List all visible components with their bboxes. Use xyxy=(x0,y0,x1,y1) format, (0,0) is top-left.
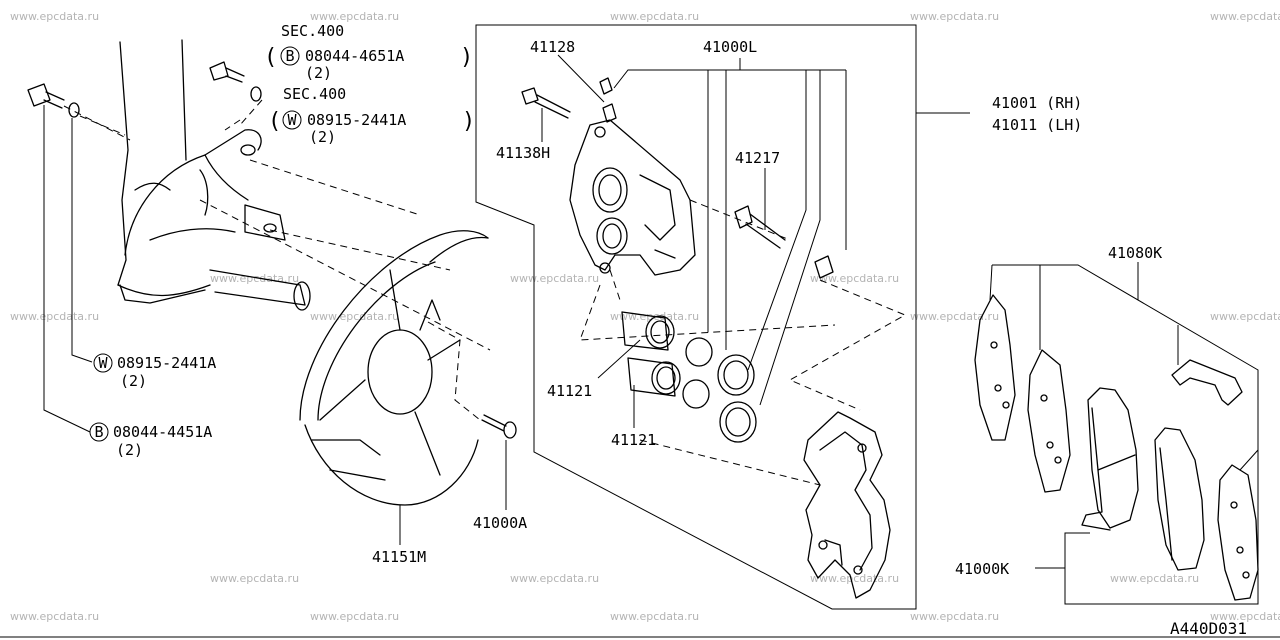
bracket-open-2: ( xyxy=(268,109,281,134)
pad-kit-box xyxy=(992,264,1259,605)
label-08044-4651A[interactable]: 08044-4651A xyxy=(305,47,404,65)
washer-08915-2441A-left-drawing xyxy=(68,102,80,118)
svg-text:www.epcdata.ru: www.epcdata.ru xyxy=(10,10,99,23)
svg-text:B: B xyxy=(285,47,294,65)
label-41000K[interactable]: 41000K xyxy=(955,560,1009,578)
label-41138H[interactable]: 41138H xyxy=(496,144,550,162)
svg-text:www.epcdata.ru: www.epcdata.ru xyxy=(1110,572,1199,585)
svg-text:www.epcdata.ru: www.epcdata.ru xyxy=(310,310,399,323)
svg-text:www.epcdata.ru: www.epcdata.ru xyxy=(210,572,299,585)
guide-bolt-41138H-drawing xyxy=(521,87,571,119)
label-41128[interactable]: 41128 xyxy=(530,38,575,56)
label-41011-lh[interactable]: 41011 (LH) xyxy=(992,116,1082,134)
qty-08044-4651A: (2) xyxy=(305,64,332,82)
label-08915-2441A-left[interactable]: 08915-2441A xyxy=(117,354,216,372)
steering-knuckle-drawing xyxy=(117,39,311,311)
washer-08915-2441A-top-drawing xyxy=(250,86,262,102)
bracket-open-1: ( xyxy=(264,45,277,70)
qty-08915-2441A-top: (2) xyxy=(309,128,336,146)
label-41121-b[interactable]: 41121 xyxy=(611,431,656,449)
screw-41000A-drawing xyxy=(481,414,517,439)
label-sec400-a[interactable]: SEC.400 xyxy=(281,22,344,40)
svg-text:www.epcdata.ru: www.epcdata.ru xyxy=(10,610,99,623)
bleeder-screw-41128-drawing xyxy=(599,77,617,123)
label-08044-4451A[interactable]: 08044-4451A xyxy=(113,423,212,441)
pad-clip-drawing xyxy=(1171,359,1243,406)
svg-text:www.epcdata.ru: www.epcdata.ru xyxy=(610,610,699,623)
caliper-support-drawing xyxy=(803,411,891,599)
svg-text:www.epcdata.ru: www.epcdata.ru xyxy=(310,610,399,623)
dust-shield-drawing xyxy=(299,230,489,506)
label-08915-2441A-top[interactable]: 08915-2441A xyxy=(307,111,406,129)
label-41121-a[interactable]: 41121 xyxy=(547,382,592,400)
svg-text:www.epcdata.ru: www.epcdata.ru xyxy=(910,10,999,23)
bolt-mark-4651: B xyxy=(280,46,300,66)
washer-mark-top: W xyxy=(282,110,302,130)
svg-text:www.epcdata.ru: www.epcdata.ru xyxy=(810,572,899,585)
diagram-code: A440D031 xyxy=(1170,619,1247,638)
piston-41121-a-drawing xyxy=(621,311,675,351)
brake-pad-inner-drawing xyxy=(1081,387,1139,531)
brake-pad-outer-drawing xyxy=(1154,427,1205,571)
svg-text:W: W xyxy=(287,111,297,129)
bleeder-right-drawing xyxy=(814,255,834,279)
svg-text:www.epcdata.ru: www.epcdata.ru xyxy=(10,310,99,323)
svg-text:www.epcdata.ru: www.epcdata.ru xyxy=(1210,610,1280,623)
svg-text:www.epcdata.ru: www.epcdata.ru xyxy=(610,10,699,23)
bolt-08044-4651A-drawing xyxy=(209,61,245,83)
piston-seals-drawing xyxy=(682,337,757,443)
label-41151M[interactable]: 41151M xyxy=(372,548,426,566)
svg-text:www.epcdata.ru: www.epcdata.ru xyxy=(510,272,599,285)
caliper-body-drawing xyxy=(569,119,696,276)
svg-text:www.epcdata.ru: www.epcdata.ru xyxy=(510,572,599,585)
svg-text:www.epcdata.ru: www.epcdata.ru xyxy=(1210,310,1280,323)
bracket-close-1: ) xyxy=(460,45,473,70)
svg-text:www.epcdata.ru: www.epcdata.ru xyxy=(310,10,399,23)
shim-outer-drawing xyxy=(1217,464,1259,601)
shim-plate-2-drawing xyxy=(1027,349,1071,493)
svg-text:www.epcdata.ru: www.epcdata.ru xyxy=(1210,10,1280,23)
label-41001-rh[interactable]: 41001 (RH) xyxy=(992,94,1082,112)
shim-plate-drawing xyxy=(974,294,1016,441)
label-41000L[interactable]: 41000L xyxy=(703,38,757,56)
bracket-close-2: ) xyxy=(462,109,475,134)
svg-text:www.epcdata.ru: www.epcdata.ru xyxy=(810,272,899,285)
qty-08915-2441A-left: (2) xyxy=(120,372,147,390)
label-41000A[interactable]: 41000A xyxy=(473,514,527,532)
watermarks: www.epcdata.ru www.epcdata.ru www.epcdat… xyxy=(10,10,1280,623)
svg-text:www.epcdata.ru: www.epcdata.ru xyxy=(910,310,999,323)
bolt-mark-4451: B xyxy=(89,422,109,442)
label-41217[interactable]: 41217 xyxy=(735,149,780,167)
svg-text:www.epcdata.ru: www.epcdata.ru xyxy=(910,610,999,623)
pin-bolt-41217-drawing xyxy=(734,205,786,249)
svg-text:B: B xyxy=(94,423,103,441)
caliper-assembly-box xyxy=(475,24,917,610)
bolt-08044-4451A-drawing xyxy=(27,83,65,109)
qty-08044-4451A: (2) xyxy=(116,441,143,459)
piston-41121-b-drawing xyxy=(627,357,681,397)
label-sec400-b[interactable]: SEC.400 xyxy=(283,85,346,103)
svg-text:W: W xyxy=(98,354,108,372)
washer-mark-left: W xyxy=(93,353,113,373)
label-41080K[interactable]: 41080K xyxy=(1108,244,1162,262)
